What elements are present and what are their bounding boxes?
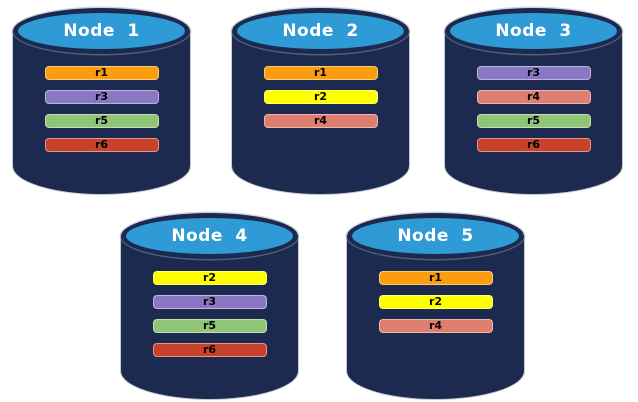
replica-bar: r6 [476,138,591,152]
replica-bar: r4 [263,114,378,128]
cylinder-body [347,236,524,399]
replica-list: r1 r2 r4 [232,66,409,128]
replica-bar: r1 [378,271,493,285]
cylinder-top [232,8,409,54]
replica-bar: r1 [44,66,159,80]
replica-bar: r1 [263,66,378,80]
replica-bar: r6 [152,343,267,357]
replica-bar: r5 [44,114,159,128]
replica-bar: r4 [476,90,591,104]
node-title: Node 2 [282,21,359,41]
replica-bar: r3 [44,90,159,104]
node-1-cylinder: Node 1 r1 r3 r5 r6 [13,8,190,194]
replica-list: r3 r4 r5 r6 [445,66,622,152]
replica-list: r1 r2 r4 [347,271,524,333]
replica-list: r1 r3 r5 r6 [13,66,190,152]
cylinder-body [445,31,622,194]
cylinder-body [121,236,298,399]
cylinder-top [13,8,190,54]
replica-bar: r2 [152,271,267,285]
replica-bar: r6 [44,138,159,152]
node-3-cylinder: Node 3 r3 r4 r5 r6 [445,8,622,194]
node-title: Node 1 [63,21,140,41]
replica-bar: r3 [152,295,267,309]
replica-bar: r5 [152,319,267,333]
cylinder-top [121,213,298,259]
node-4-cylinder: Node 4 r2 r3 r5 r6 [121,213,298,399]
node-title: Node 4 [171,226,248,246]
cylinder-top [445,8,622,54]
replica-bar: r3 [476,66,591,80]
cylinder-top [347,213,524,259]
replica-bar: r2 [263,90,378,104]
cylinder-body [232,31,409,194]
replica-list: r2 r3 r5 r6 [121,271,298,357]
node-2-cylinder: Node 2 r1 r2 r4 [232,8,409,194]
cylinder-body [13,31,190,194]
node-title: Node 5 [397,226,474,246]
replica-bar: r2 [378,295,493,309]
replica-bar: r5 [476,114,591,128]
node-title: Node 3 [495,21,572,41]
replica-bar: r4 [378,319,493,333]
node-5-cylinder: Node 5 r1 r2 r4 [347,213,524,399]
